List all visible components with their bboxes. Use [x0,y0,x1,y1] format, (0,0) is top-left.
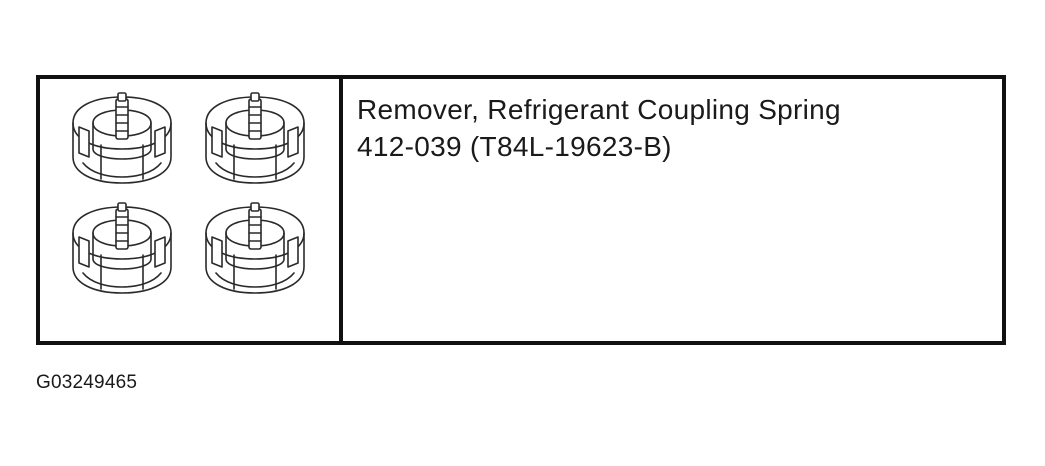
remover-tool-2 [205,92,305,184]
tool-name: Remover, Refrigerant Coupling Spring [357,94,841,125]
remover-tool-1 [72,92,172,184]
refrigerant-coupling-spring-remover-illustration [72,92,305,294]
tool-illustration-cell [40,79,343,341]
remover-tool-3 [72,202,172,294]
figure-id: G03249465 [36,372,138,393]
remover-tool-4 [205,202,305,294]
tool-table: Remover, Refrigerant Coupling Spring 412… [36,75,1006,345]
tool-part-number: 412-039 (T84L-19623-B) [357,131,672,162]
tool-description-cell: Remover, Refrigerant Coupling Spring 412… [343,79,1002,341]
